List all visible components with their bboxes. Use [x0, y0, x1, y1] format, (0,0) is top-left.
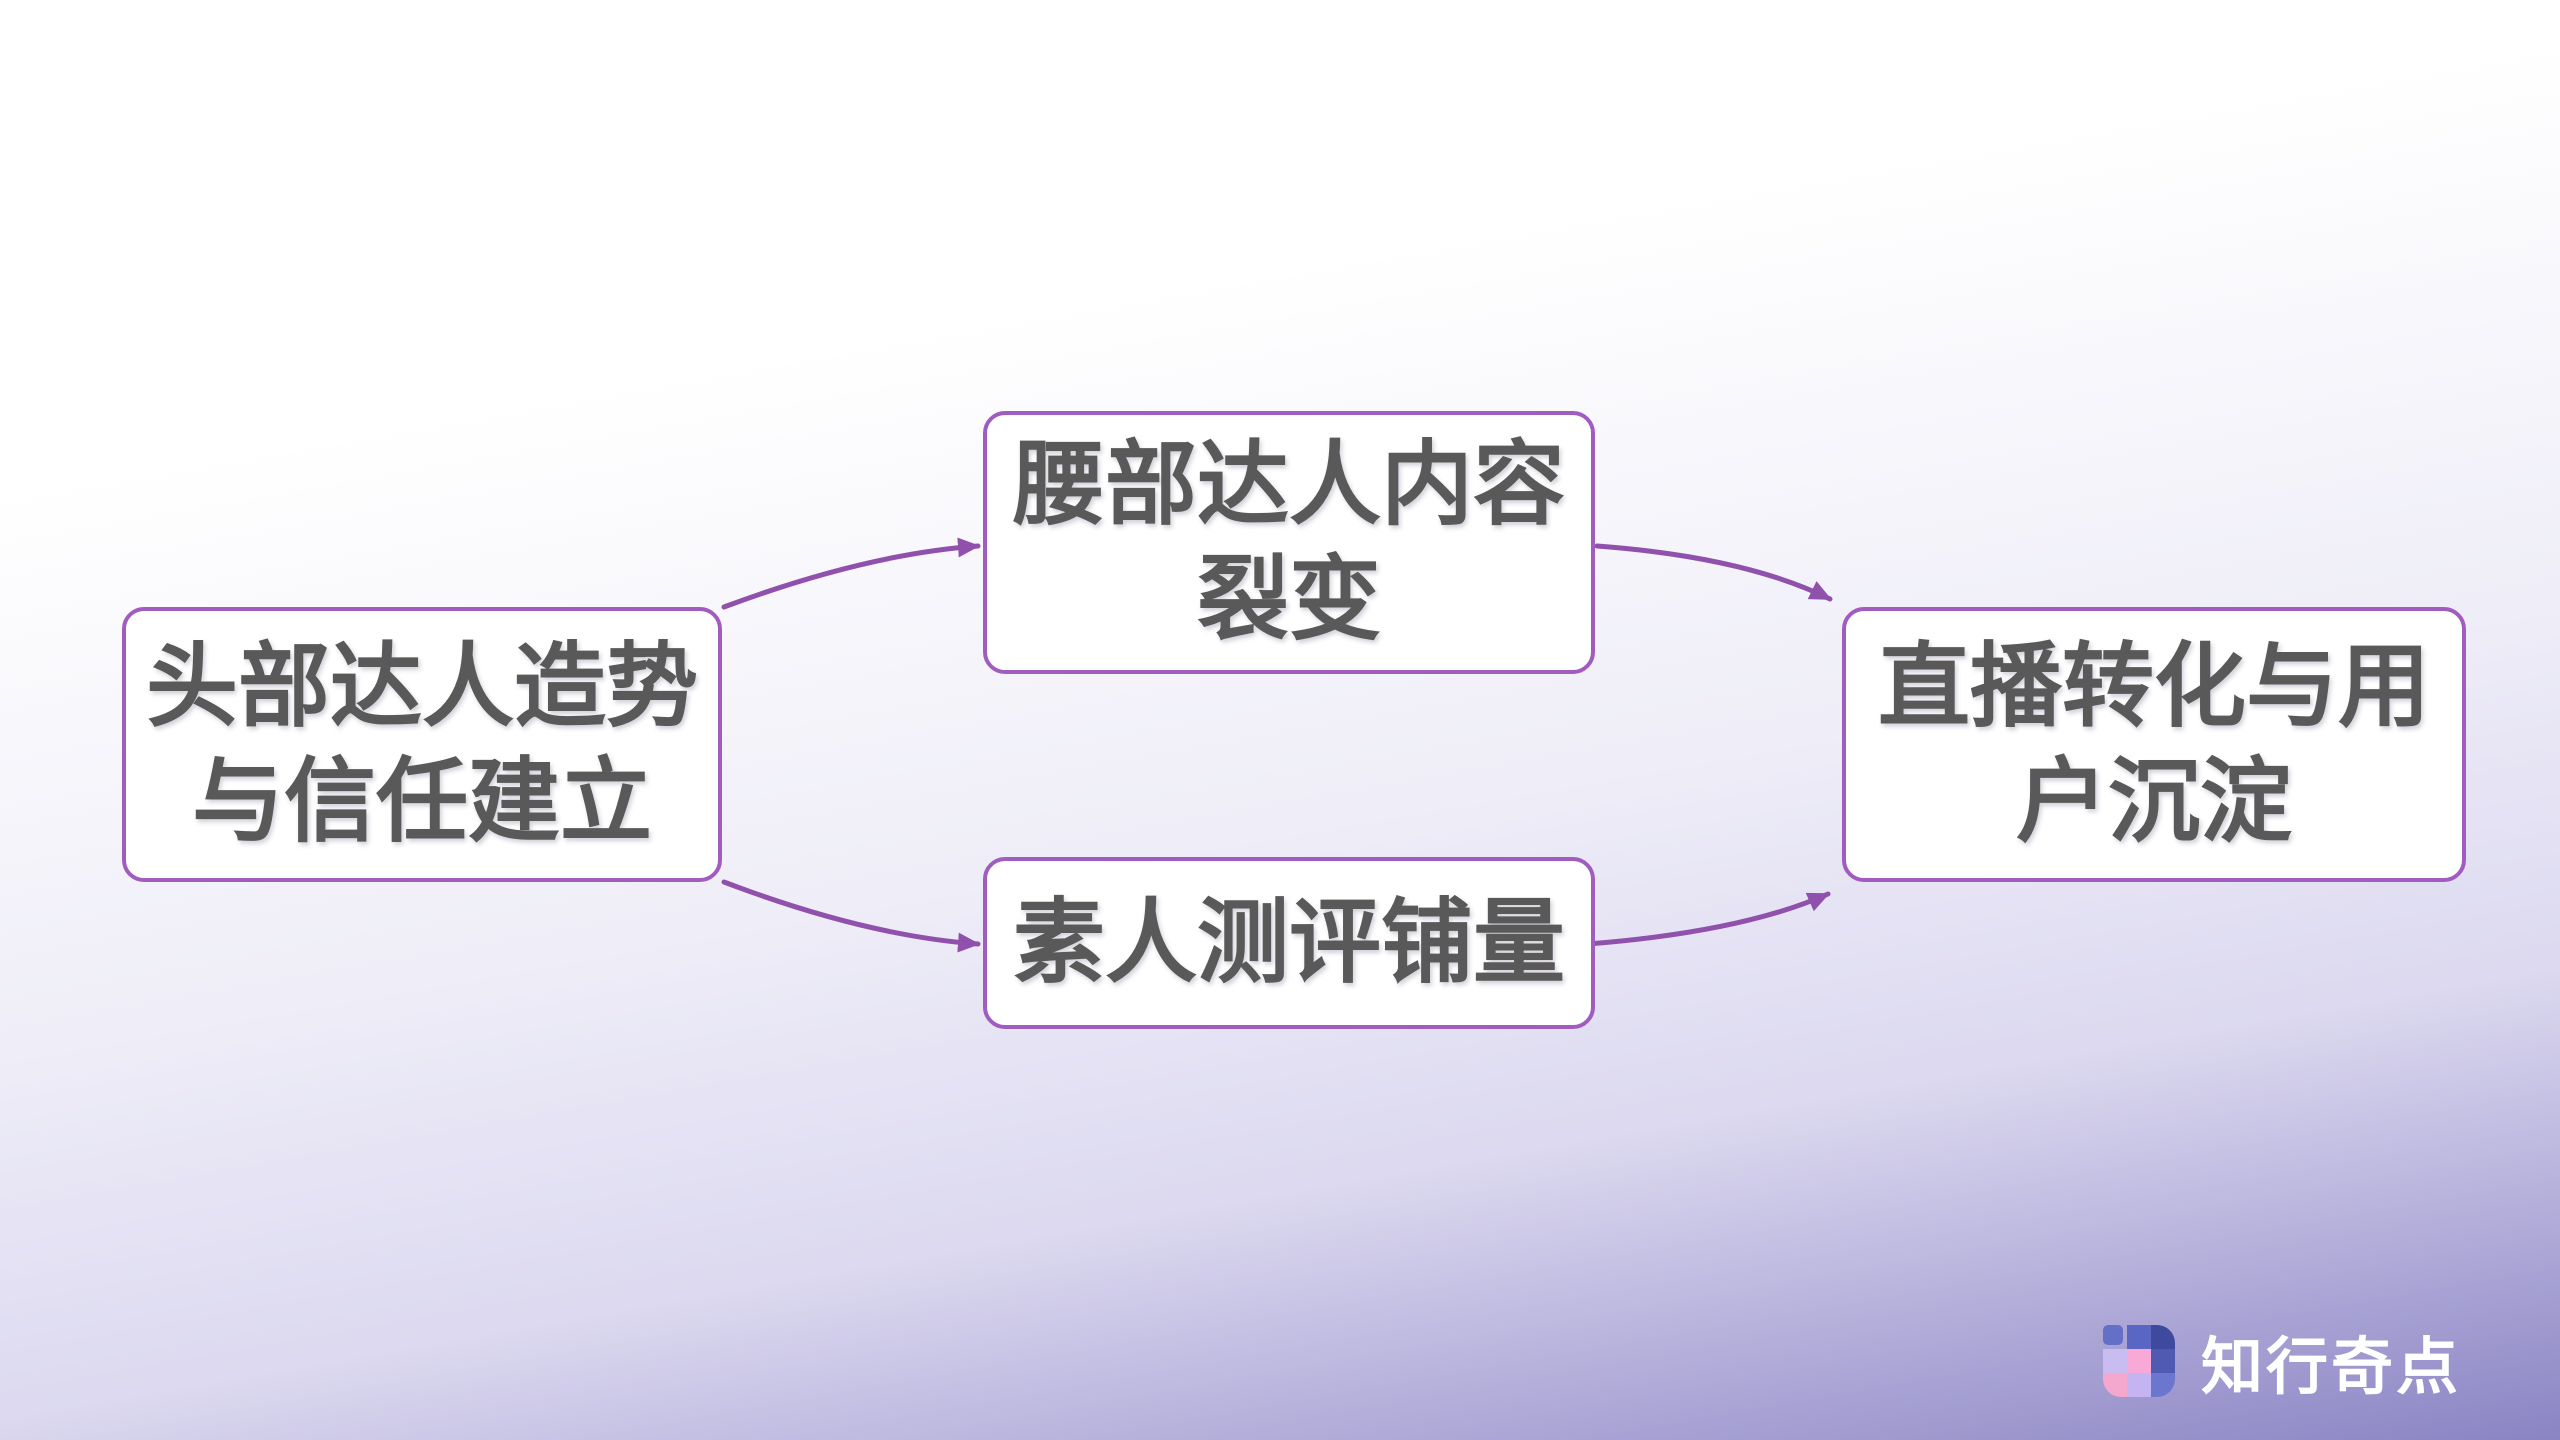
- node-text-line: 直播转化与用: [1877, 636, 2430, 739]
- logo-cell: [2127, 1325, 2151, 1349]
- node-text-line: 头部达人造势: [145, 636, 698, 739]
- brand-name: 知行奇点: [2201, 1333, 2462, 1402]
- logo-cell: [2151, 1349, 2175, 1373]
- logo-cell: [2103, 1373, 2127, 1397]
- logo-cell: [2103, 1325, 2123, 1345]
- brand-logo: 知行奇点: [2103, 1316, 2461, 1406]
- arrow-head-to-waist: [721, 537, 981, 610]
- logo-cell: [2151, 1325, 2175, 1349]
- node-text-line: 素人测评铺量: [1012, 891, 1565, 994]
- arrow-waist-to-live: [1594, 543, 1833, 602]
- logo-cell: [2127, 1373, 2151, 1397]
- node-live-conversion: 直播转化与用 户沉淀: [1842, 607, 2466, 882]
- node-text-line: 腰部达人内容: [1012, 434, 1565, 537]
- arrow-head-to-amateur: [721, 879, 981, 953]
- node-waist-kol: 腰部达人内容 裂变: [983, 411, 1595, 674]
- logo-cell: [2127, 1349, 2151, 1373]
- node-head-kol: 头部达人造势 与信任建立: [122, 607, 722, 882]
- node-text-line: 户沉淀: [2015, 750, 2292, 853]
- node-amateur-review: 素人测评铺量: [983, 857, 1595, 1029]
- node-text-line: 与信任建立: [191, 750, 652, 853]
- arrow-amateur-to-live: [1585, 891, 1831, 947]
- logo-cell: [2151, 1373, 2175, 1397]
- logo-cell: [2103, 1349, 2127, 1373]
- pixel-grid-logo-icon: [2103, 1325, 2175, 1397]
- node-text-line: 裂变: [1196, 548, 1381, 651]
